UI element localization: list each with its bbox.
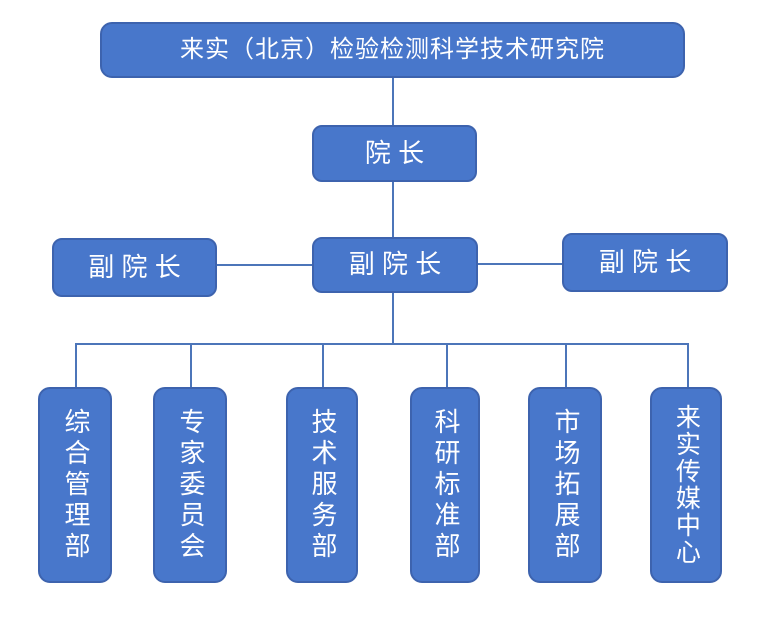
connector-vp-middle-to-left — [217, 264, 312, 266]
org-node-root-label: 来实（北京）检验检测科学技术研究院 — [180, 36, 605, 64]
org-node-dept-media-center: 来实传媒中心 — [650, 387, 722, 583]
connector-drop-dept-1 — [75, 343, 77, 387]
connector-vp-middle-to-right — [478, 263, 562, 265]
org-node-dept-technical-service-label: 技术服务部 — [307, 407, 338, 563]
org-node-dept-expert-committee: 专家委员会 — [153, 387, 227, 583]
connector-drop-dept-6 — [687, 343, 689, 387]
org-node-root: 来实（北京）检验检测科学技术研究院 — [100, 22, 685, 78]
org-node-dept-general-management-label: 综合管理部 — [60, 407, 91, 563]
connector-root-to-president — [392, 78, 394, 125]
connector-drop-dept-5 — [565, 343, 567, 387]
org-node-vice-president-middle: 副 院 长 — [312, 237, 478, 293]
org-node-vice-president-right: 副 院 长 — [562, 233, 728, 292]
org-node-dept-general-management: 综合管理部 — [38, 387, 112, 583]
org-node-dept-market-expansion-label: 市场拓展部 — [550, 407, 581, 563]
org-node-dept-market-expansion: 市场拓展部 — [528, 387, 602, 583]
connector-drop-dept-4 — [446, 343, 448, 387]
org-node-vice-president-left: 副 院 长 — [52, 238, 217, 297]
connector-vp-to-bus — [392, 293, 394, 343]
org-node-dept-research-standards-label: 科研标准部 — [430, 407, 461, 563]
org-node-vice-president-middle-label: 副 院 长 — [348, 249, 442, 280]
connector-bus-line — [75, 343, 689, 345]
org-node-president: 院 长 — [312, 125, 477, 182]
org-node-vice-president-right-label: 副 院 长 — [598, 246, 692, 277]
org-node-dept-media-center-label: 来实传媒中心 — [672, 404, 701, 566]
org-node-dept-research-standards: 科研标准部 — [410, 387, 480, 583]
org-node-president-label: 院 长 — [364, 137, 425, 168]
org-node-vice-president-left-label: 副 院 长 — [88, 251, 181, 282]
org-node-dept-expert-committee-label: 专家委员会 — [175, 407, 206, 563]
connector-drop-dept-3 — [322, 343, 324, 387]
connector-drop-dept-2 — [190, 343, 192, 387]
connector-president-to-vp — [392, 182, 394, 237]
org-node-dept-technical-service: 技术服务部 — [286, 387, 358, 583]
